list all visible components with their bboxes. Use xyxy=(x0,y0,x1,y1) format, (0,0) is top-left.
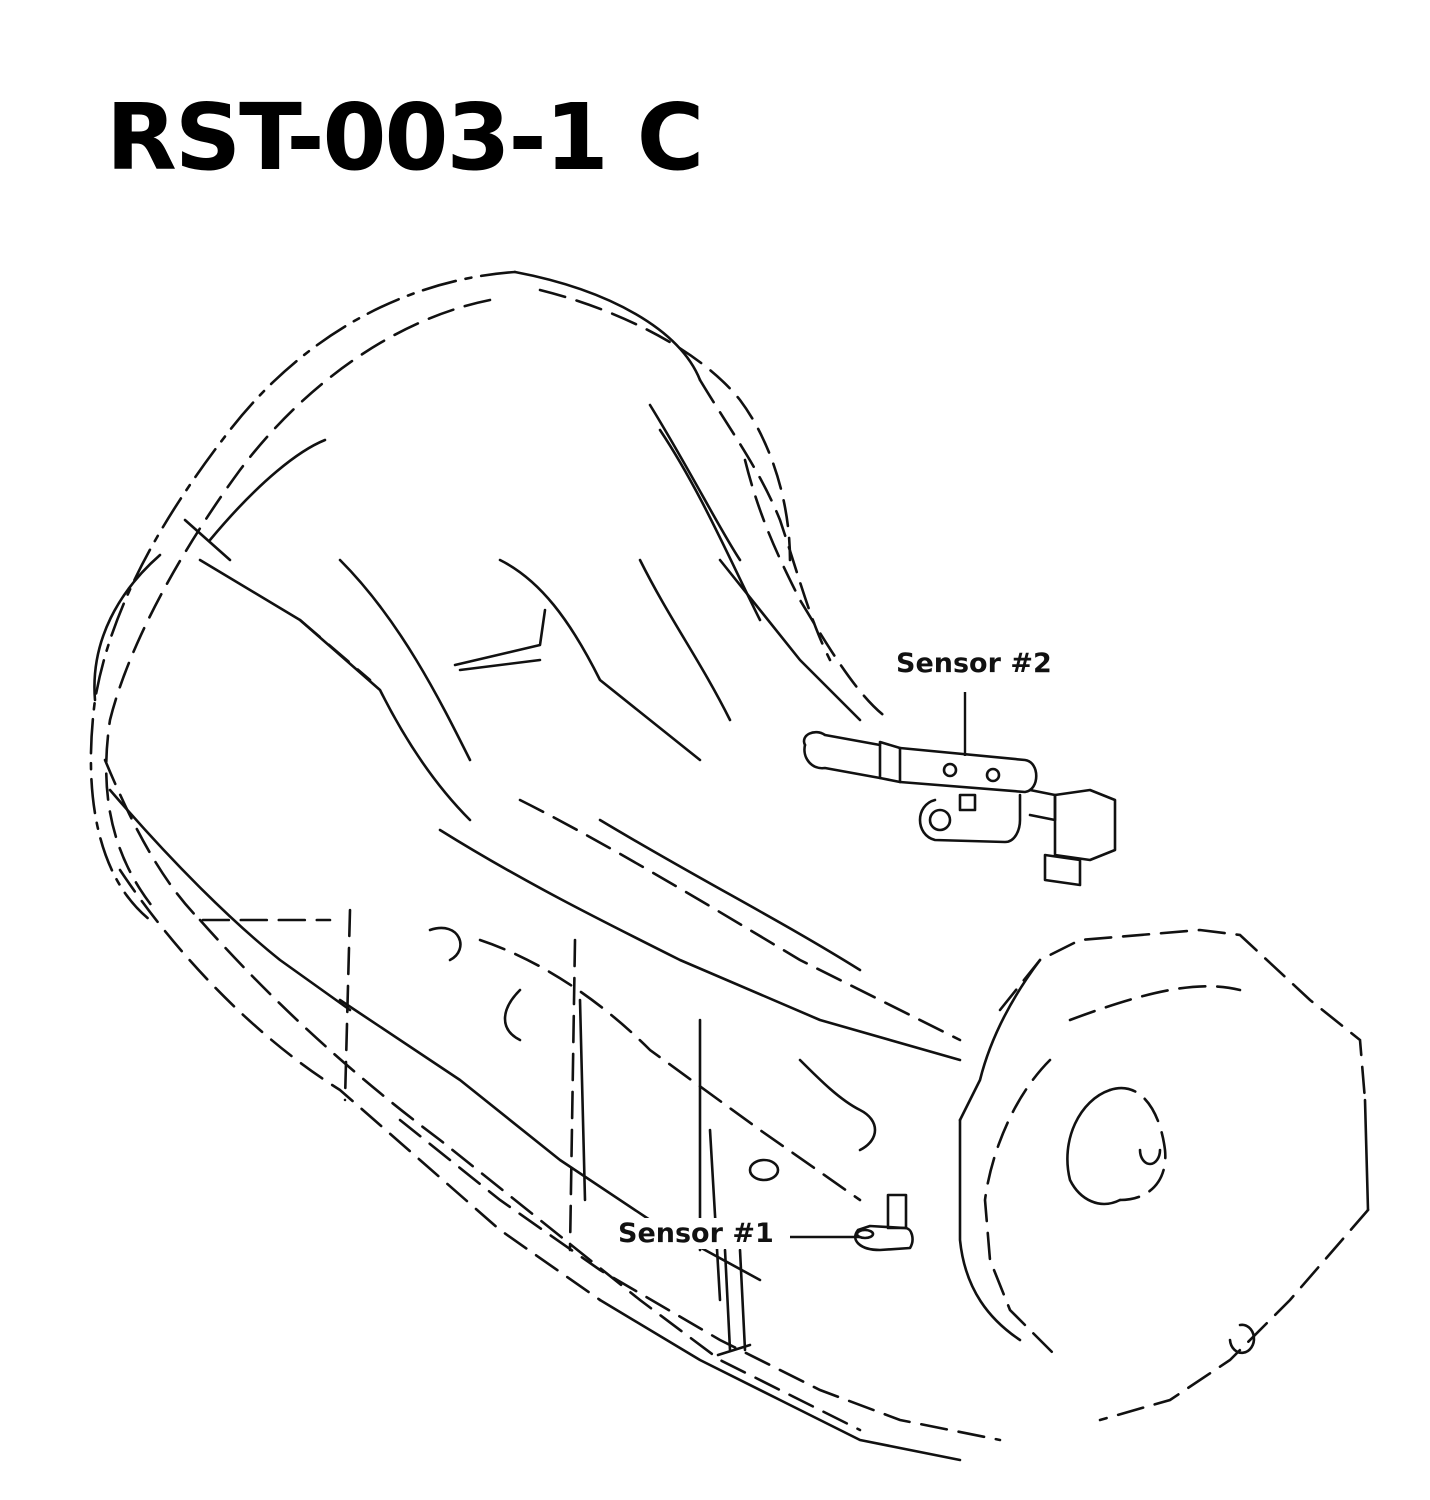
flange-outline xyxy=(998,928,1367,1102)
sensor-1-part xyxy=(853,1193,914,1252)
sensor-2-label: Sensor #2 xyxy=(894,648,1054,679)
output-shaft xyxy=(1066,1088,1122,1206)
diagram-title: RST-003-1 C xyxy=(106,84,704,191)
bell-housing-outline xyxy=(89,270,517,922)
sensor-1-label: Sensor #1 xyxy=(616,1218,776,1249)
sensor-2-part xyxy=(802,730,1117,887)
